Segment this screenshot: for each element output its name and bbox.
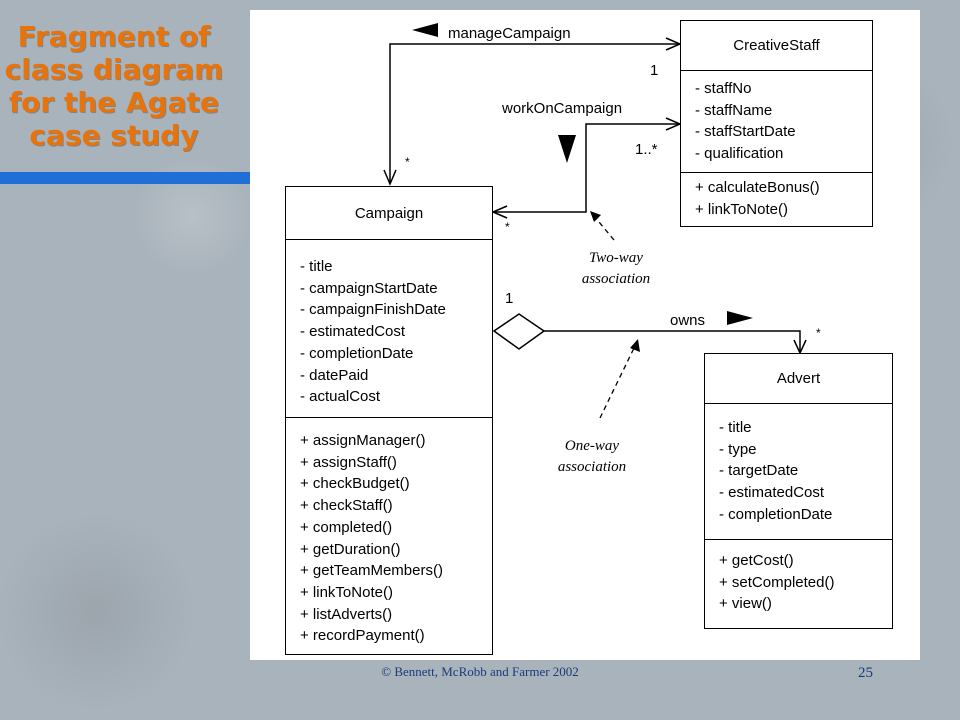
note-line: association: [557, 459, 627, 475]
operation: + view(): [719, 595, 772, 613]
class-operations: + calculateBonus() + linkToNote(): [681, 173, 872, 220]
manage-campaign-mult-staff: 1: [650, 62, 659, 79]
operation: + completed(): [300, 518, 393, 536]
title-line: class diagram: [4, 53, 224, 86]
class-operations: + getCost() + setCompleted() + view(): [705, 540, 892, 615]
operation: + getDuration(): [300, 540, 401, 558]
attribute: - datePaid: [300, 366, 369, 384]
operation: + recordPayment(): [300, 627, 425, 645]
operation: + linkToNote(): [300, 583, 393, 601]
attribute: - campaignFinishDate: [300, 301, 446, 319]
operation: + getTeamMembers(): [300, 562, 443, 580]
manage-campaign-direction-icon: [412, 23, 438, 37]
work-on-campaign-direction-icon: [558, 135, 576, 163]
copyright-footer: © Bennett, McRobb and Farmer 2002: [381, 664, 579, 679]
operation: + getCost(): [719, 552, 794, 569]
operation: + checkStaff(): [300, 497, 393, 515]
attribute: - estimatedCost: [719, 484, 825, 502]
manage-campaign-mult-campaign: *: [405, 155, 410, 169]
two-way-note-arrow-icon: [590, 211, 601, 222]
class-advert: Advert - title - type - targetDate - est…: [704, 353, 893, 629]
attribute: - staffStartDate: [695, 123, 796, 141]
owns-mult-advert: *: [816, 326, 821, 340]
operation: + assignStaff(): [300, 453, 397, 471]
work-on-campaign-mult-staff: 1..*: [635, 141, 658, 158]
attribute: - actualCost: [300, 388, 381, 406]
attribute: - type: [719, 440, 757, 458]
accent-bar: [0, 172, 252, 184]
operation: + assignManager(): [300, 432, 426, 449]
class-campaign: Campaign - title - campaignStartDate - c…: [285, 186, 493, 655]
title-line: case study: [29, 119, 199, 152]
owns-direction-icon: [727, 311, 753, 325]
work-on-campaign-mult-campaign: *: [505, 220, 510, 234]
note-line: Two-way: [589, 250, 643, 266]
title-line: Fragment of: [17, 20, 211, 53]
manage-campaign-line: [389, 43, 680, 182]
class-operations: + assignManager() + assignStaff() + chec…: [286, 418, 492, 647]
attribute: - estimatedCost: [300, 323, 406, 341]
attribute: - completionDate: [719, 505, 833, 523]
slide-title: Fragment of class diagram for the Agate …: [0, 20, 228, 152]
two-way-note-pointer: [593, 215, 615, 241]
class-name: CreativeStaff: [681, 21, 872, 71]
class-attributes: - title - campaignStartDate - campaignFi…: [286, 240, 492, 418]
two-way-association-note: Two-way association: [566, 248, 666, 290]
operation: + setCompleted(): [719, 573, 835, 591]
operation: + checkBudget(): [300, 475, 410, 493]
attribute: - staffName: [695, 101, 773, 119]
class-name: Campaign: [286, 187, 492, 240]
attribute: - targetDate: [719, 462, 799, 480]
attribute: - title: [719, 419, 752, 436]
work-on-campaign-line: [493, 123, 680, 213]
work-on-campaign-label: workOnCampaign: [502, 100, 623, 117]
attribute: - campaignStartDate: [300, 279, 438, 297]
note-line: association: [581, 271, 651, 287]
class-attributes: - title - type - targetDate - estimatedC…: [705, 404, 892, 540]
one-way-note-pointer: [599, 345, 636, 419]
operation: + listAdverts(): [300, 605, 393, 623]
one-way-association-note: One-way association: [542, 436, 642, 478]
title-line: for the Agate: [8, 86, 219, 119]
work-on-campaign-arrowhead-campaign: [491, 205, 508, 219]
class-attributes: - staffNo - staffName - staffStartDate -…: [681, 71, 872, 173]
owns-label: owns: [670, 312, 706, 329]
attribute: - title: [300, 258, 333, 275]
operation: + calculateBonus(): [695, 179, 820, 196]
page-number: 25: [858, 665, 873, 681]
one-way-note-arrow-icon: [630, 339, 640, 352]
manage-campaign-arrowhead-campaign: [383, 169, 397, 186]
aggregation-diamond-icon: [492, 313, 546, 350]
manage-campaign-label: manageCampaign: [448, 25, 571, 42]
class-creative-staff: CreativeStaff - staffNo - staffName - st…: [680, 20, 873, 227]
attribute: - qualification: [695, 145, 784, 163]
note-line: One-way: [564, 438, 620, 454]
operation: + linkToNote(): [695, 200, 788, 218]
owns-mult-campaign: 1: [505, 290, 514, 307]
class-name: Advert: [705, 354, 892, 404]
attribute: - staffNo: [695, 80, 752, 97]
owns-line: [544, 330, 801, 353]
attribute: - completionDate: [300, 344, 414, 362]
